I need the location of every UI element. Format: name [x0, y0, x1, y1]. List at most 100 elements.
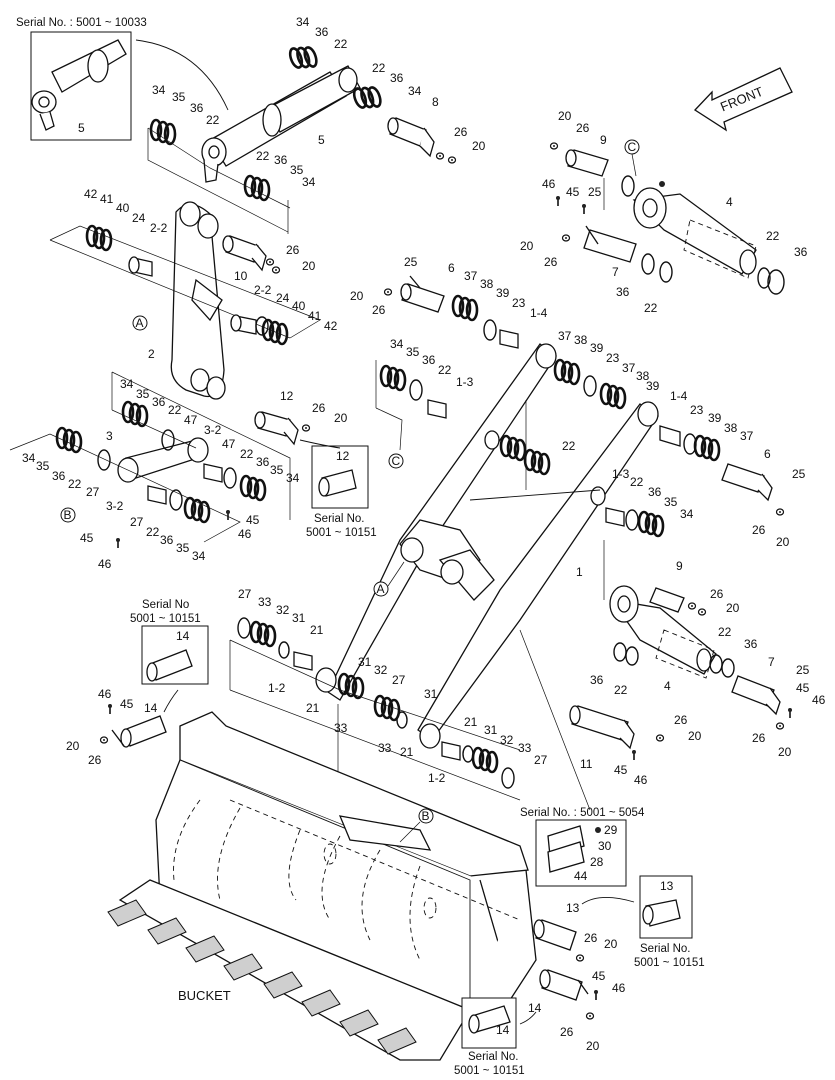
callout: 45: [120, 697, 134, 711]
callout: 6: [448, 261, 455, 275]
callout: 26: [752, 523, 766, 537]
inset-part-13: 13 Serial No. 5001 ~ 10151: [581, 875, 705, 969]
callout: 2-2: [254, 283, 272, 297]
callout: 34: [390, 337, 404, 351]
callout: 1-4: [530, 306, 548, 320]
callout: 31: [292, 611, 306, 625]
inset-28-part-44: 44: [574, 869, 588, 883]
pin-13: [533, 919, 577, 951]
bushing-1-4-upper: [499, 329, 519, 349]
callout: 42: [84, 187, 98, 201]
svg-text:A: A: [377, 582, 385, 596]
bushing-1-4-right: [659, 425, 681, 447]
callout: 32: [500, 733, 514, 747]
callout: 26: [674, 713, 688, 727]
callout: 34: [152, 83, 166, 97]
callout: 39: [496, 286, 510, 300]
pin-14-bottom: [539, 969, 589, 1001]
ref-marker-a-upper: A: [132, 315, 148, 331]
callout: 31: [484, 723, 498, 737]
callout: 45: [592, 969, 606, 983]
callout: 20: [604, 937, 618, 951]
callout: 27: [534, 753, 548, 767]
callout: 22: [372, 61, 386, 75]
callout: 45: [566, 185, 580, 199]
callout: 26: [312, 401, 326, 415]
callout: 14: [528, 1001, 542, 1015]
inset-13-label: 13: [660, 879, 674, 893]
svg-text:B: B: [422, 809, 430, 823]
callout: 7: [768, 655, 775, 669]
callout: 12: [280, 389, 294, 403]
callout: 27: [238, 587, 252, 601]
bushing-1-2-left: [293, 651, 313, 671]
boom-cylinder-4-lower: [609, 585, 717, 679]
callout: 36: [794, 245, 808, 259]
inset-part-label: 5: [78, 121, 85, 135]
pin-12: [254, 411, 299, 446]
callout: 21: [310, 623, 324, 637]
inset-14-left-serial-1: Serial No: [142, 599, 189, 611]
callout: 22: [146, 525, 160, 539]
callout: 41: [308, 309, 322, 323]
pin-11: [569, 705, 635, 750]
boom-cylinder-4-upper: [632, 181, 757, 279]
callout: 34: [22, 451, 36, 465]
callout: 7: [612, 265, 619, 279]
callout: 26: [286, 243, 300, 257]
callout: 32: [276, 603, 290, 617]
callout: 20: [726, 601, 740, 615]
callout: 27: [86, 485, 100, 499]
bushing-1-3-upper: [427, 399, 447, 419]
inset-28-part-29: 29: [604, 823, 618, 837]
callout: 26: [560, 1025, 574, 1039]
callout: 36: [648, 485, 662, 499]
callout: 34: [680, 507, 694, 521]
callout: 26: [88, 753, 102, 767]
callout: 23: [690, 403, 704, 417]
callout: 36: [315, 25, 329, 39]
bucket-teeth: [107, 899, 417, 1055]
callout: 25: [792, 467, 806, 481]
callout: 46: [612, 981, 626, 995]
bucket: BUCKET: [107, 711, 537, 1061]
inset-14-bottom-serial-1: Serial No.: [468, 1051, 519, 1063]
callout: 36: [616, 285, 630, 299]
callout: 22: [206, 113, 220, 127]
callout: 1-2: [268, 681, 286, 695]
callout: 1-4: [670, 389, 688, 403]
bushing-2-2-lower: [230, 314, 257, 335]
callout: 22: [334, 37, 348, 51]
callout: 34: [286, 471, 300, 485]
callout: 20: [778, 745, 792, 759]
inset-serial-10033: Serial No. : 5001 ~ 10033 5: [16, 17, 229, 141]
callout: 20: [776, 535, 790, 549]
callout: 35: [664, 495, 678, 509]
callout: 36: [744, 637, 758, 651]
inset-14-bottom-label: 14: [496, 1023, 510, 1037]
pin-6-upper: [400, 275, 445, 313]
callout: 35: [172, 90, 186, 104]
callout: 10: [234, 269, 248, 283]
callout: 37: [558, 329, 572, 343]
callout: 37: [622, 361, 636, 375]
callout: 20: [558, 109, 572, 123]
link-3: [9, 371, 291, 543]
inset-14-bottom-serial-2: 5001 ~ 10151: [454, 1065, 525, 1077]
callout: 21: [400, 745, 414, 759]
inset-12-label: 12: [336, 449, 350, 463]
callout: 11: [580, 757, 593, 771]
callout: 45: [80, 531, 94, 545]
ref-marker-c-upper: C: [624, 139, 640, 177]
pin-10: [222, 235, 267, 272]
callout: 31: [424, 687, 438, 701]
callout: 46: [542, 177, 556, 191]
svg-text:C: C: [628, 140, 637, 154]
callout: 38: [574, 333, 588, 347]
callout: 1-2: [428, 771, 446, 785]
inset-28-part-28: 28: [590, 855, 604, 869]
inset-12-serial-1: Serial No.: [314, 513, 365, 525]
callout: 22: [168, 403, 182, 417]
callout: 40: [292, 299, 306, 313]
ref-marker-b-bucket: B: [399, 808, 434, 843]
